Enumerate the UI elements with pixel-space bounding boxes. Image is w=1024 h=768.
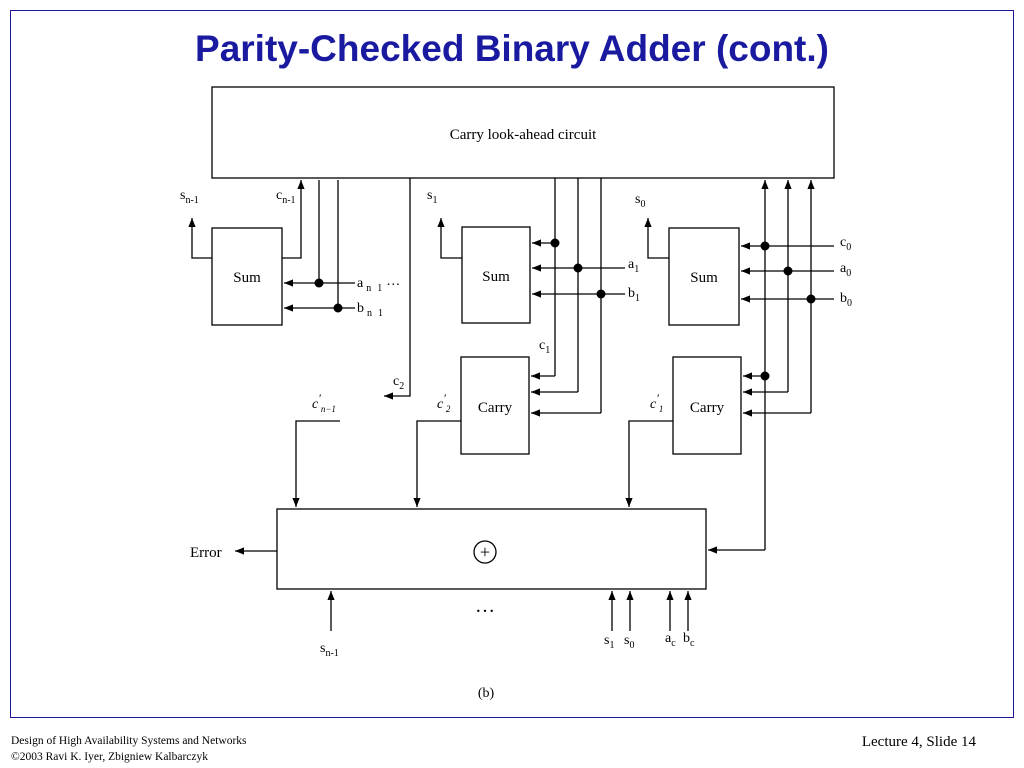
label-s-0: s0 (635, 192, 645, 210)
label-a-0: a0 (840, 261, 851, 279)
label-c-prime-2: c′2 (437, 391, 451, 414)
label-c-2: c2 (393, 374, 404, 392)
label-a-1: a1 (628, 257, 639, 275)
carry-label-2: Carry (478, 400, 513, 416)
label-c-prime-1: c′1 (650, 391, 663, 414)
carry-lookahead-block (211, 86, 835, 179)
footer-course: Design of High Availability Systems and … (11, 735, 247, 747)
junction-dot (314, 278, 324, 288)
sum-label-0: Sum (690, 270, 718, 286)
label-bottom-s-0: s0 (624, 633, 634, 651)
label-s-n-1: sn-1 (180, 188, 199, 206)
carry-block-1 (672, 356, 742, 455)
slide-title: Parity-Checked Binary Adder (cont.) (195, 28, 829, 69)
sum-label-n-1: Sum (233, 270, 261, 286)
label-c-0: c0 (840, 235, 851, 253)
label-c-1: c1 (539, 338, 550, 356)
footer-copyright: ©2003 Ravi K. Iyer, Zbigniew Kalbarczyk (11, 751, 209, 763)
junction-dot (806, 294, 816, 304)
sum-block-n-1 (211, 227, 283, 326)
error-label: Error (190, 545, 222, 561)
junction-dot (333, 303, 343, 313)
sum-label-1: Sum (482, 269, 510, 285)
footer-left: Design of High Availability Systems and … (11, 733, 247, 765)
figure-caption: (b) (478, 686, 495, 701)
junction-dot (760, 241, 770, 251)
carry-block-2 (460, 356, 530, 455)
bottom-ellipsis: … (475, 595, 495, 617)
label-s-1: s1 (427, 188, 437, 206)
label-bottom-b-c: bc (683, 631, 695, 649)
label-c-n-1: cn-1 (276, 188, 296, 206)
label-b-0: b0 (840, 291, 852, 309)
cla-label: Carry look-ahead circuit (450, 127, 597, 143)
parity-xor-block (276, 508, 707, 590)
junction-dot (550, 238, 560, 248)
label-bottom-a-c: ac (665, 631, 676, 649)
carry-label-1: Carry (690, 400, 725, 416)
label-b-1: b1 (628, 286, 640, 304)
junction-dot (783, 266, 793, 276)
junction-dot (596, 289, 606, 299)
sum-block-0 (668, 227, 740, 326)
junction-dot (760, 371, 770, 381)
xor-symbol-circle (473, 540, 497, 564)
xor-symbol: + (480, 542, 490, 562)
sum-block-1 (461, 226, 531, 324)
footer-lecture: Lecture 4, Slide 14 (861, 734, 976, 750)
label-bottom-s-1: s1 (604, 633, 614, 651)
junction-dot (573, 263, 583, 273)
label-bottom-s-n-1: sn-1 (320, 641, 339, 659)
label-c-prime-n-1: c′n−1 (312, 391, 336, 414)
slide-frame (10, 10, 1014, 718)
